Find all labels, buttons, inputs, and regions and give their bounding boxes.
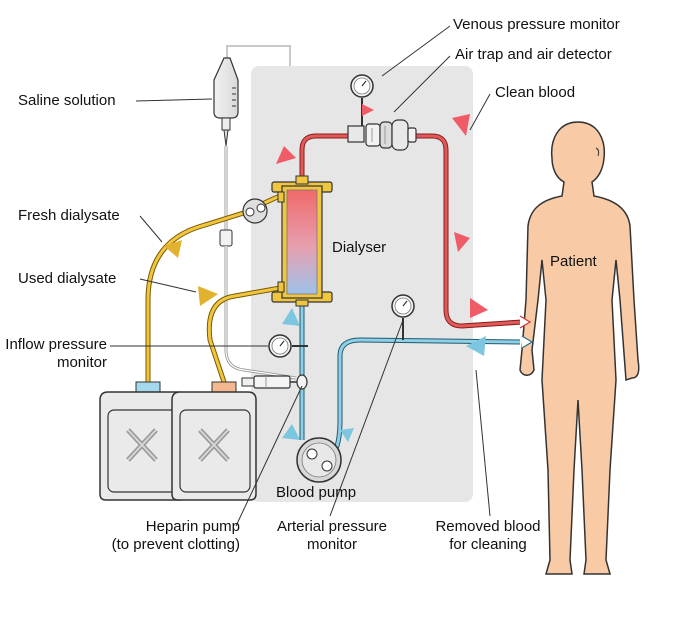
fresh-dialysate-line <box>145 208 251 388</box>
dialysate-pump <box>242 198 268 224</box>
arrow-yellow-1 <box>164 240 182 258</box>
clean-blood-line <box>299 133 523 329</box>
label-venous-pressure-monitor: Venous pressure monitor <box>453 16 620 33</box>
saline-hanger <box>226 45 291 66</box>
label-inflow-pressure-monitor: Inflow pressure monitor <box>5 336 107 371</box>
arrow-red-4 <box>470 298 488 318</box>
saline-clamp <box>219 229 233 247</box>
used-dialysate-line <box>206 285 281 389</box>
label-arterial-pressure-monitor: Arterial pressure monitor <box>276 518 388 553</box>
arrow-red-5 <box>362 104 374 116</box>
label-dialyser: Dialyser <box>332 239 387 256</box>
air-trap-detector <box>347 119 417 151</box>
label-blood-pump: Blood pump <box>276 484 357 501</box>
dialyser <box>271 175 333 307</box>
arrow-blue-2 <box>282 424 300 440</box>
label-fresh-dialysate: Fresh dialysate <box>18 207 120 224</box>
arrow-blue-3 <box>340 428 354 442</box>
arrow-red-1 <box>276 146 296 164</box>
arterial-pressure-gauge <box>391 294 415 340</box>
inflow-pressure-gauge <box>268 334 308 358</box>
saline-bag <box>213 57 239 147</box>
label-patient: Patient <box>550 253 597 270</box>
fresh-dialysate-container <box>99 381 187 501</box>
used-dialysate-container <box>171 381 257 501</box>
venous-pressure-gauge <box>350 74 374 128</box>
arrow-blue-1 <box>282 308 300 326</box>
label-removed-blood: Removed blood for cleaning <box>435 518 541 553</box>
arrow-red-3 <box>454 232 470 252</box>
arrow-red-2 <box>452 114 470 136</box>
arrow-yellow-2 <box>198 286 218 306</box>
blood-pump <box>296 437 342 483</box>
machine-panel <box>251 66 473 502</box>
label-saline-solution: Saline solution <box>18 92 116 109</box>
label-used-dialysate: Used dialysate <box>18 270 117 287</box>
label-air-trap: Air trap and air detector <box>455 46 612 63</box>
leader-lines <box>110 25 491 527</box>
heparin-syringe <box>241 374 308 390</box>
label-heparin-pump: Heparin pump (to prevent clotting) <box>111 518 240 553</box>
label-clean-blood: Clean blood <box>495 84 576 101</box>
patient-figure <box>519 121 640 575</box>
arrow-blue-4 <box>466 336 486 356</box>
